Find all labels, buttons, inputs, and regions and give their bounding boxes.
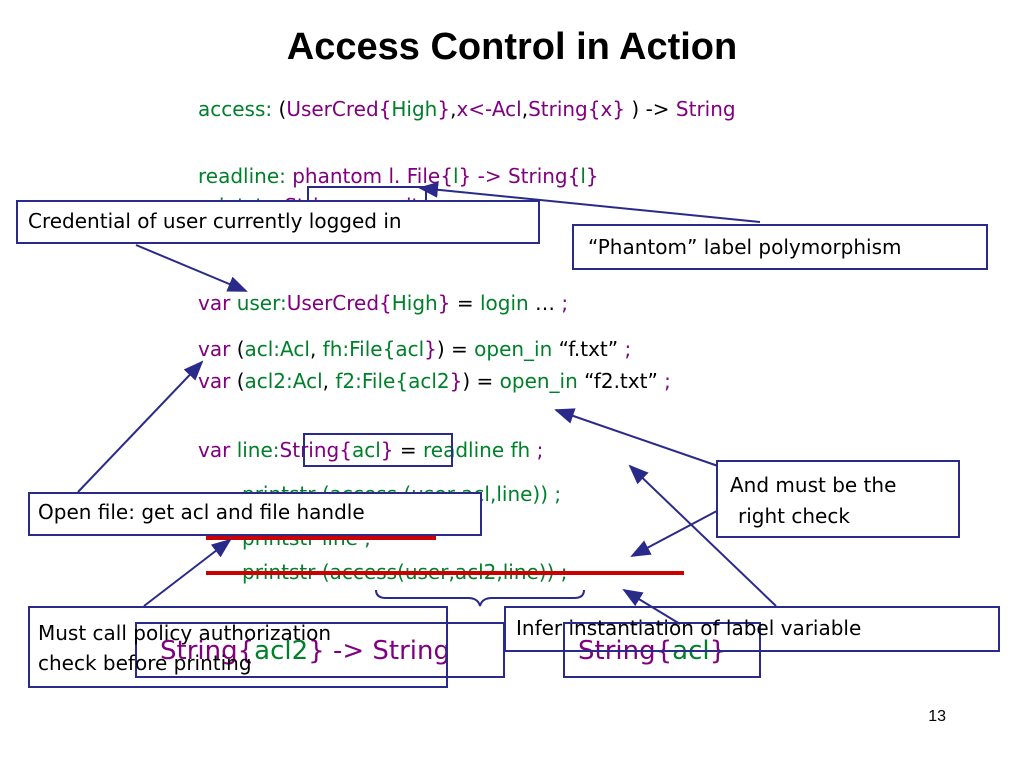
code-token: ; (664, 369, 671, 393)
code-token: } (380, 438, 394, 462)
code-token: open_in (474, 337, 553, 361)
callout-rightcheck: And must be the right check (716, 460, 960, 538)
code-line-access: access: (UserCred{High},x<-Acl,String{x}… (198, 96, 736, 122)
code-token: String (675, 97, 736, 121)
code-token: ) = (436, 337, 468, 361)
code-token: High (391, 291, 438, 315)
code-token: , (322, 369, 330, 393)
code-token: , (450, 97, 457, 121)
code-token: l. (388, 164, 401, 188)
code-token: String{ (528, 97, 601, 121)
code-line-user: var user:UserCred{High} = login … ; (198, 290, 568, 316)
arrow-phantom (418, 181, 761, 223)
code-token: } (437, 291, 451, 315)
code-token: l (580, 164, 586, 188)
code-token: ; (561, 291, 569, 315)
arrow-infer-1 (628, 464, 777, 607)
code-line-readline: readline: phantom l. File{l} -> String{l… (198, 163, 599, 189)
code-token: } (449, 369, 463, 393)
code-token: f2:File{ (335, 369, 409, 393)
arrow-openfile (77, 360, 204, 493)
code-token: ) -> (631, 97, 670, 121)
code-token: acl2:Acl (244, 369, 323, 393)
code-token: user: (236, 291, 287, 315)
arrow-mustcall (143, 538, 232, 607)
callout-mustcall: Must call policy authorization check bef… (28, 606, 448, 688)
code-token: , (521, 97, 529, 121)
code-token: ( (278, 97, 287, 121)
code-token: var (198, 438, 231, 462)
callout-phantom: “Phantom” label polymorphism (572, 224, 988, 270)
code-token: acl2 (408, 369, 450, 393)
code-token: fh:File{ (322, 337, 396, 361)
code-line-acl2: var (acl2:Acl, f2:File{acl2}) = open_in … (198, 368, 671, 394)
code-token: … (535, 291, 556, 315)
callout-credential-text: Credential of user currently logged in (28, 209, 402, 233)
code-token: UserCred{ (286, 97, 392, 121)
code-token: } (585, 164, 599, 188)
code-token: var (198, 337, 231, 361)
code-token: readline fh (422, 438, 531, 462)
code-token: “f2.txt” (584, 369, 658, 393)
code-token: ) = (462, 369, 494, 393)
callout-credential: Credential of user currently logged in (16, 200, 540, 244)
code-token: var (198, 291, 231, 315)
code-token: UserCred{ (286, 291, 392, 315)
code-token: String{ (507, 164, 581, 188)
code-line-line: var line:String{acl} = readline fh ; (198, 437, 543, 463)
page-number: 13 (928, 708, 946, 725)
type-token: acl2 (254, 636, 309, 666)
code-token: readline: (198, 164, 286, 188)
callout-phantom-text: “Phantom” label polymorphism (588, 235, 902, 259)
highlight-box-string-acl (303, 433, 453, 467)
code-token: var (198, 369, 231, 393)
code-token: High (391, 97, 438, 121)
code-token: , (309, 337, 317, 361)
brace (375, 589, 585, 607)
code-token: access: (198, 97, 273, 121)
callout-mustcall-line2: check before printing (38, 651, 252, 675)
type-token: } -> String (308, 636, 450, 666)
code-token: phantom (292, 164, 383, 188)
code-token: <-Acl (468, 97, 522, 121)
callout-openfile: Open file: get acl and file handle (28, 492, 482, 536)
code-line-acl: var (acl:Acl, fh:File{acl}) = open_in “f… (198, 336, 631, 362)
callout-mustcall-line1: Must call policy authorization (38, 621, 332, 645)
code-token: ; (624, 337, 632, 361)
code-token: login (479, 291, 529, 315)
code-token: String{ (279, 438, 352, 462)
arrow-rightcheck-up (554, 408, 719, 467)
code-token: acl (351, 438, 381, 462)
code-token: = (456, 291, 474, 315)
code-token: l (452, 164, 459, 188)
callout-infer-text: Infer instantiation of label variable (516, 616, 862, 640)
code-token: } (437, 97, 451, 121)
code-token: open_in (499, 369, 578, 393)
type-token: String{ (160, 636, 255, 666)
code-token: } -> (458, 164, 502, 188)
code-token: ; (536, 438, 544, 462)
callout-rightcheck-line2: right check (738, 504, 850, 528)
code-token: line: (236, 438, 280, 462)
code-token: acl (395, 337, 425, 361)
code-token: ( (236, 369, 245, 393)
code-token: ( (236, 337, 245, 361)
code-token: } (612, 97, 626, 121)
callout-rightcheck-line1: And must be the (730, 473, 897, 497)
callout-infer: Infer instantiation of label variable (504, 606, 1000, 652)
slide-title: Access Control in Action (286, 26, 738, 68)
arrow-credential (135, 244, 248, 292)
code-token: x (600, 97, 613, 121)
code-token: “f.txt” (558, 337, 619, 361)
code-token: x (456, 97, 469, 121)
arrow-rightcheck-down (630, 503, 731, 557)
callout-openfile-text: Open file: get acl and file handle (38, 500, 365, 524)
type-annotation-left: String{acl2} -> String (160, 636, 450, 666)
code-token: = (399, 438, 417, 462)
code-token: acl:Acl (244, 337, 310, 361)
code-token: } (424, 337, 437, 361)
